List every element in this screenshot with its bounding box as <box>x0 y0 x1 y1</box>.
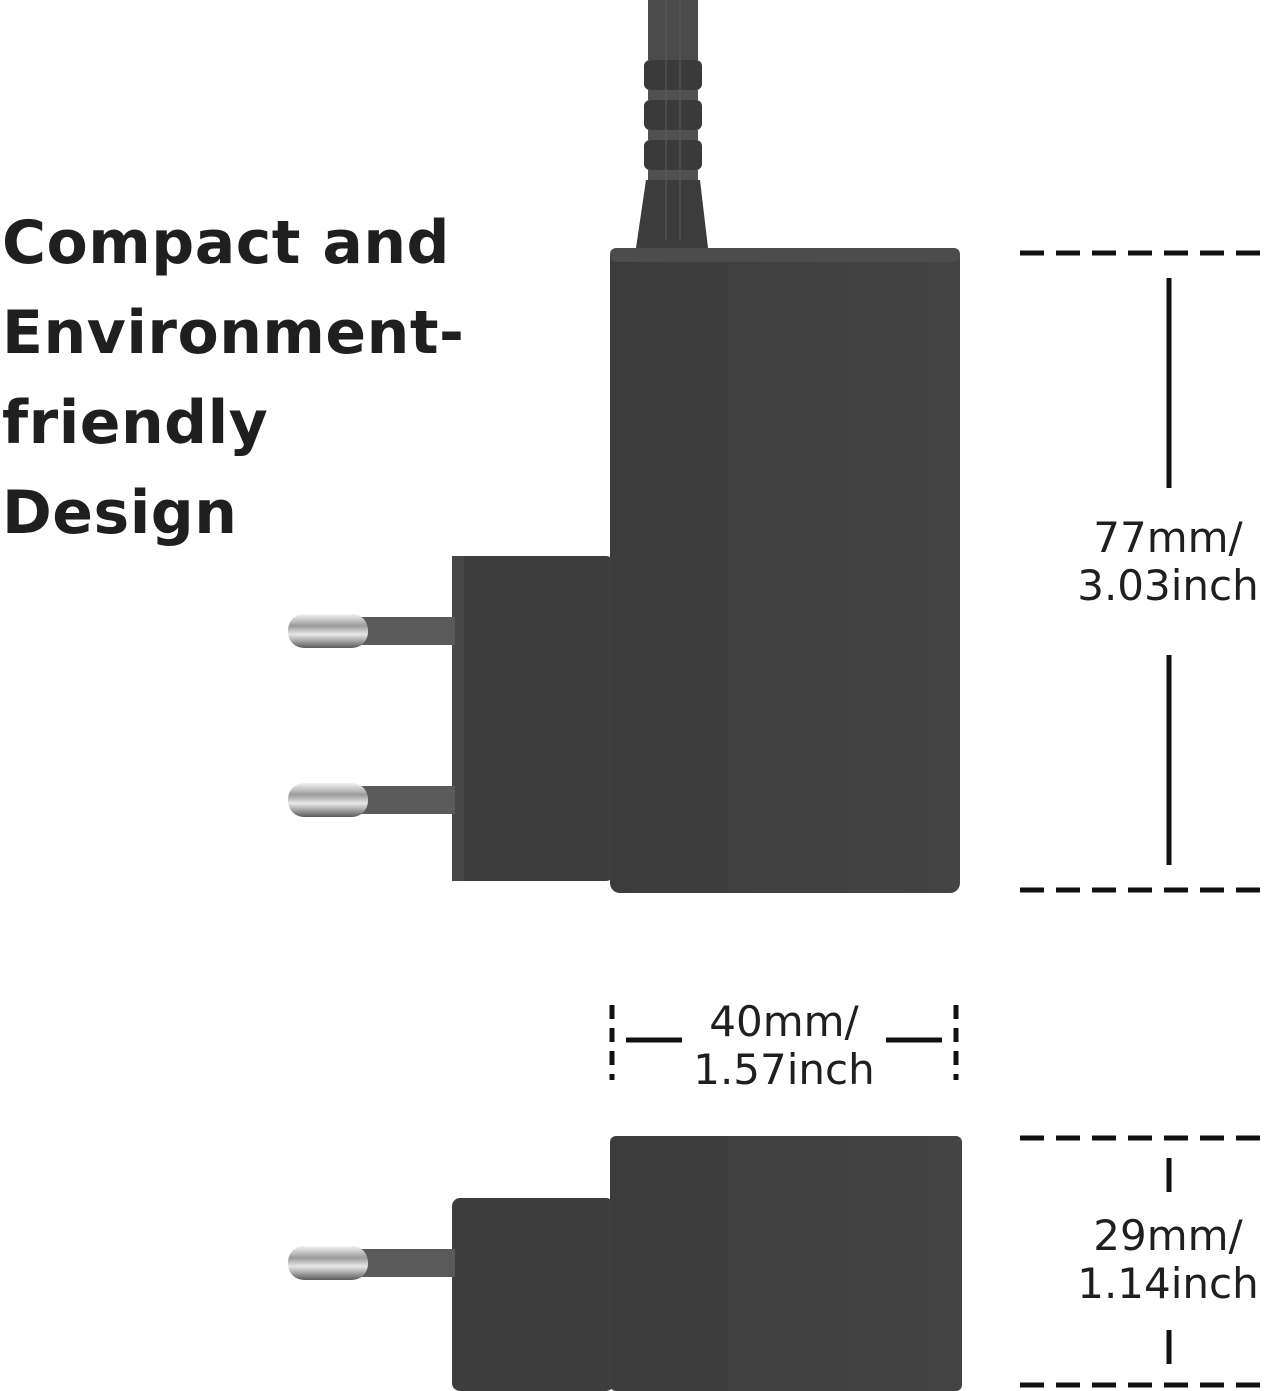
headline-line: Environment- <box>2 298 465 368</box>
headline-line: Compact and <box>2 208 450 278</box>
adapter-front-view <box>288 248 960 893</box>
height-label: 77mm/ 3.03inch <box>1070 514 1265 610</box>
depth-mm: 29mm/ <box>1093 1211 1243 1260</box>
headline: Compact and Environment- friendly Design <box>2 198 464 558</box>
headline-line: friendly <box>2 388 269 458</box>
width-inch: 1.57inch <box>693 1045 875 1094</box>
depth-label: 29mm/ 1.14inch <box>1070 1212 1265 1308</box>
headline-line: Design <box>2 478 238 548</box>
braided-cable <box>636 0 708 248</box>
width-label: 40mm/ 1.57inch <box>686 998 882 1094</box>
depth-inch: 1.14inch <box>1077 1259 1259 1308</box>
depth-dimension-marker <box>1020 1135 1265 1388</box>
height-inch: 3.03inch <box>1077 561 1259 610</box>
height-mm: 77mm/ <box>1093 513 1243 562</box>
width-mm: 40mm/ <box>709 997 859 1046</box>
width-dimension-marker <box>609 1005 959 1080</box>
height-dimension-marker <box>1020 250 1265 893</box>
adapter-side-view <box>288 1136 962 1391</box>
